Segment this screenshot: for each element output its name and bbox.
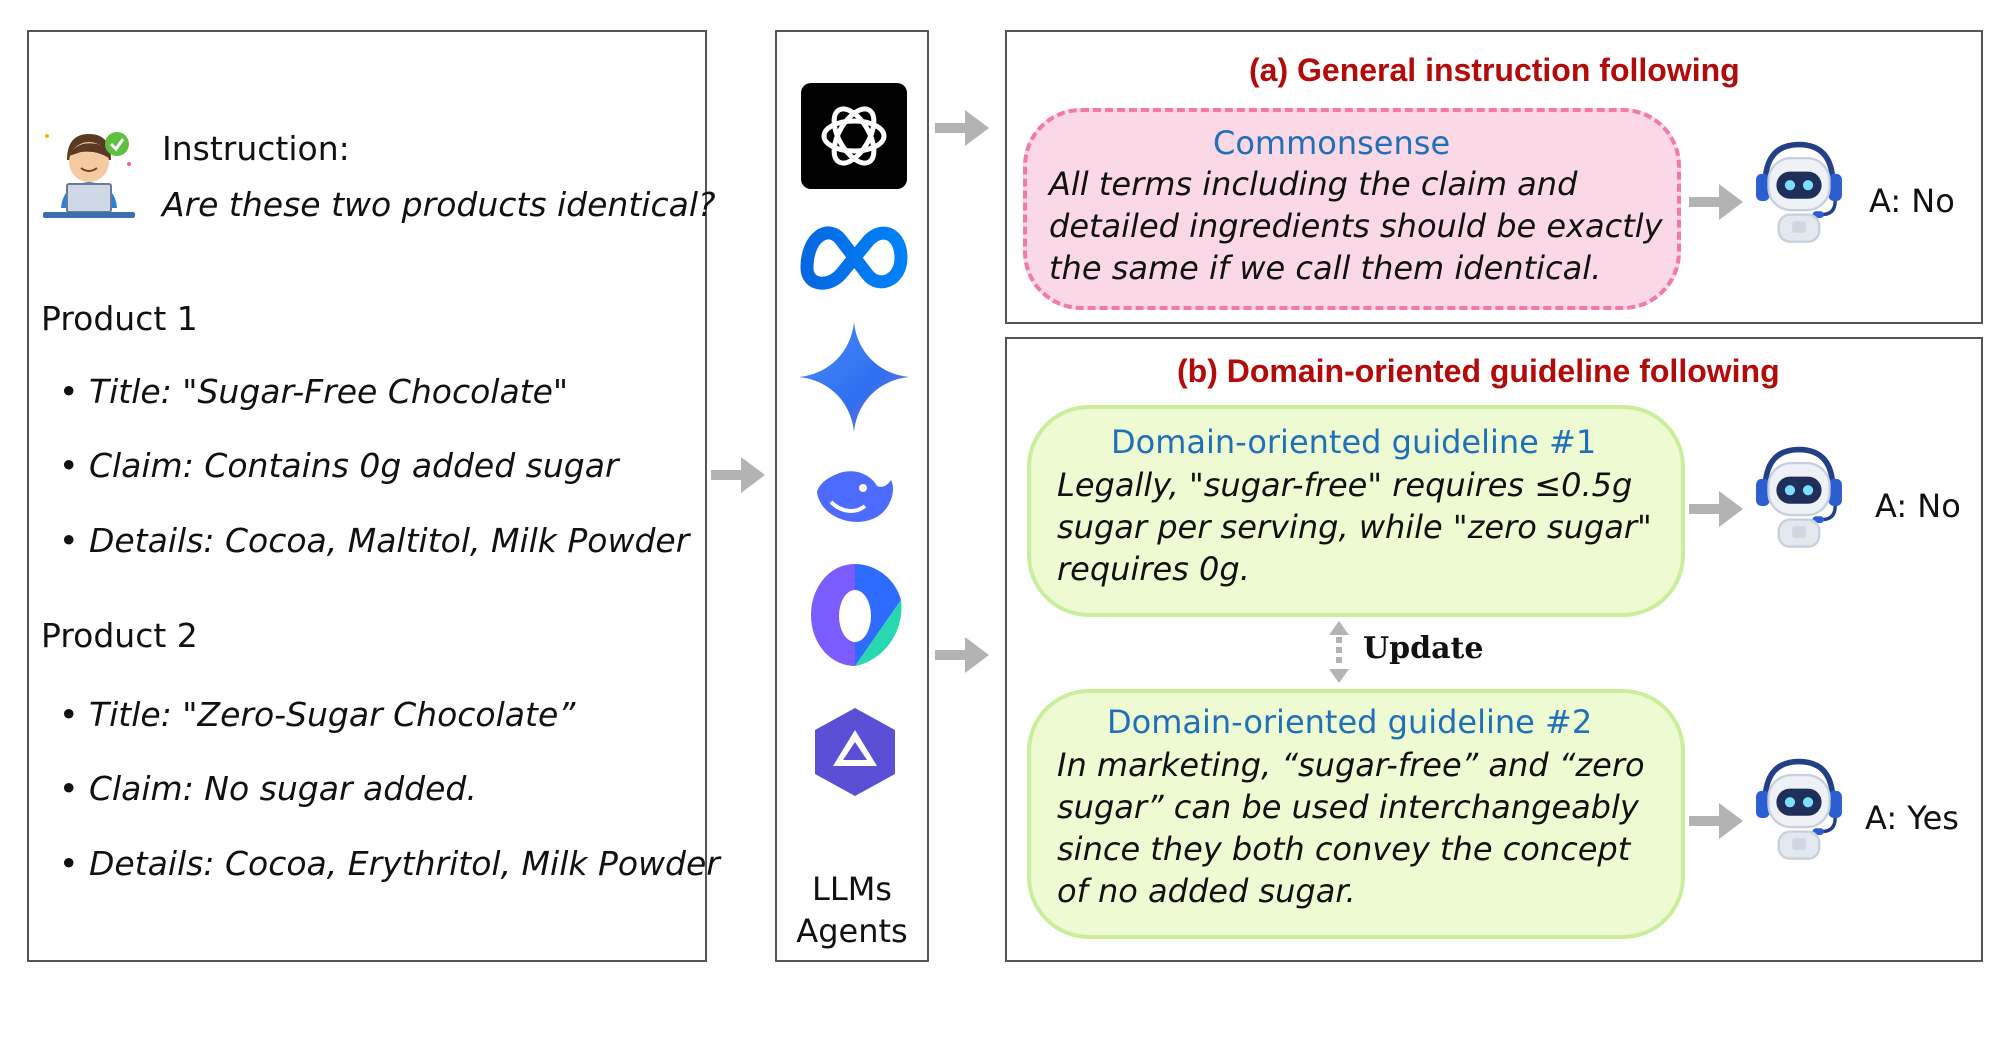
answer-guideline-2: A: Yes: [1865, 799, 1959, 837]
answer-guideline-1: A: No: [1875, 487, 1961, 525]
arrow-icon: [1689, 184, 1749, 224]
product1-title: • Title: "Sugar-Free Chocolate": [59, 372, 569, 411]
product2-heading: Product 2: [41, 616, 198, 655]
product2-details: • Details: Cocoa, Erythritol, Milk Powde…: [59, 844, 720, 883]
product1-claim: • Claim: Contains 0g added sugar: [59, 446, 619, 485]
arrow-icon: [711, 457, 771, 497]
guideline-2-bubble: Domain-oriented guideline #2 In marketin…: [1027, 689, 1685, 939]
instruction-panel: Instruction: Are these two products iden…: [27, 30, 720, 962]
instruction-label: Instruction:: [162, 129, 350, 168]
guideline-1-heading: Domain-oriented guideline #1: [1111, 423, 1597, 461]
product2-title: • Title: "Zero-Sugar Chocolate”: [59, 695, 576, 734]
general-instruction-panel: (a) General instruction following Common…: [1005, 30, 1983, 324]
section-b-title: (b) Domain-oriented guideline following: [1177, 353, 1780, 389]
meta-logo-icon: [799, 216, 909, 300]
domain-guideline-panel: (b) Domain-oriented guideline following …: [1005, 337, 1983, 962]
gemini-logo-icon: [799, 322, 909, 436]
user-laptop-icon: [37, 124, 137, 228]
product1-heading: Product 1: [41, 299, 198, 338]
section-a-title: (a) General instruction following: [1249, 52, 1740, 88]
arrow-icon: [935, 110, 995, 150]
llm-agents-panel: LLMs Agents: [775, 30, 929, 962]
arrow-icon: [1689, 491, 1749, 531]
qwen-logo-icon: [807, 704, 903, 804]
answer-a: A: No: [1869, 182, 1955, 220]
robot-icon: [1753, 140, 1845, 248]
openai-logo-icon: [801, 83, 907, 193]
deepseek-logo-icon: [811, 462, 899, 536]
arrow-icon: [935, 637, 995, 677]
product1-details: • Details: Cocoa, Maltitol, Milk Powder: [59, 521, 690, 560]
product2-claim: • Claim: No sugar added.: [59, 769, 477, 808]
guideline-2-line-1: In marketing, “sugar-free” and “zero: [1057, 746, 1645, 784]
arrow-icon: [1689, 803, 1749, 843]
guideline-2-line-2: sugar” can be used interchangeably: [1057, 788, 1639, 826]
guideline-2-line-4: of no added sugar.: [1057, 872, 1356, 910]
commonsense-line-2: detailed ingredients should be exactly: [1049, 207, 1663, 245]
llms-label: LLMs: [812, 870, 892, 908]
guideline-2-line-3: since they both convey the concept: [1057, 830, 1631, 868]
update-double-arrow-icon: [1327, 621, 1351, 687]
update-label: Update: [1363, 631, 1484, 666]
instruction-text: Are these two products identical?: [162, 185, 716, 224]
guideline-2-heading: Domain-oriented guideline #2: [1107, 703, 1593, 741]
doubao-logo-icon: [805, 560, 905, 674]
guideline-1-bubble: Domain-oriented guideline #1 Legally, "s…: [1027, 405, 1685, 617]
agents-label: Agents: [796, 912, 908, 950]
commonsense-line-1: All terms including the claim and: [1049, 165, 1578, 203]
commonsense-bubble: Commonsense All terms including the clai…: [1023, 108, 1681, 310]
commonsense-line-3: the same if we call them identical.: [1049, 249, 1602, 287]
commonsense-heading: Commonsense: [1213, 124, 1451, 162]
robot-icon: [1753, 445, 1845, 553]
guideline-1-line-1: Legally, "sugar-free" requires ≤0.5g: [1057, 466, 1633, 504]
robot-icon: [1753, 757, 1845, 865]
guideline-1-line-3: requires 0g.: [1057, 550, 1250, 588]
guideline-1-line-2: sugar per serving, while "zero sugar": [1057, 508, 1652, 546]
